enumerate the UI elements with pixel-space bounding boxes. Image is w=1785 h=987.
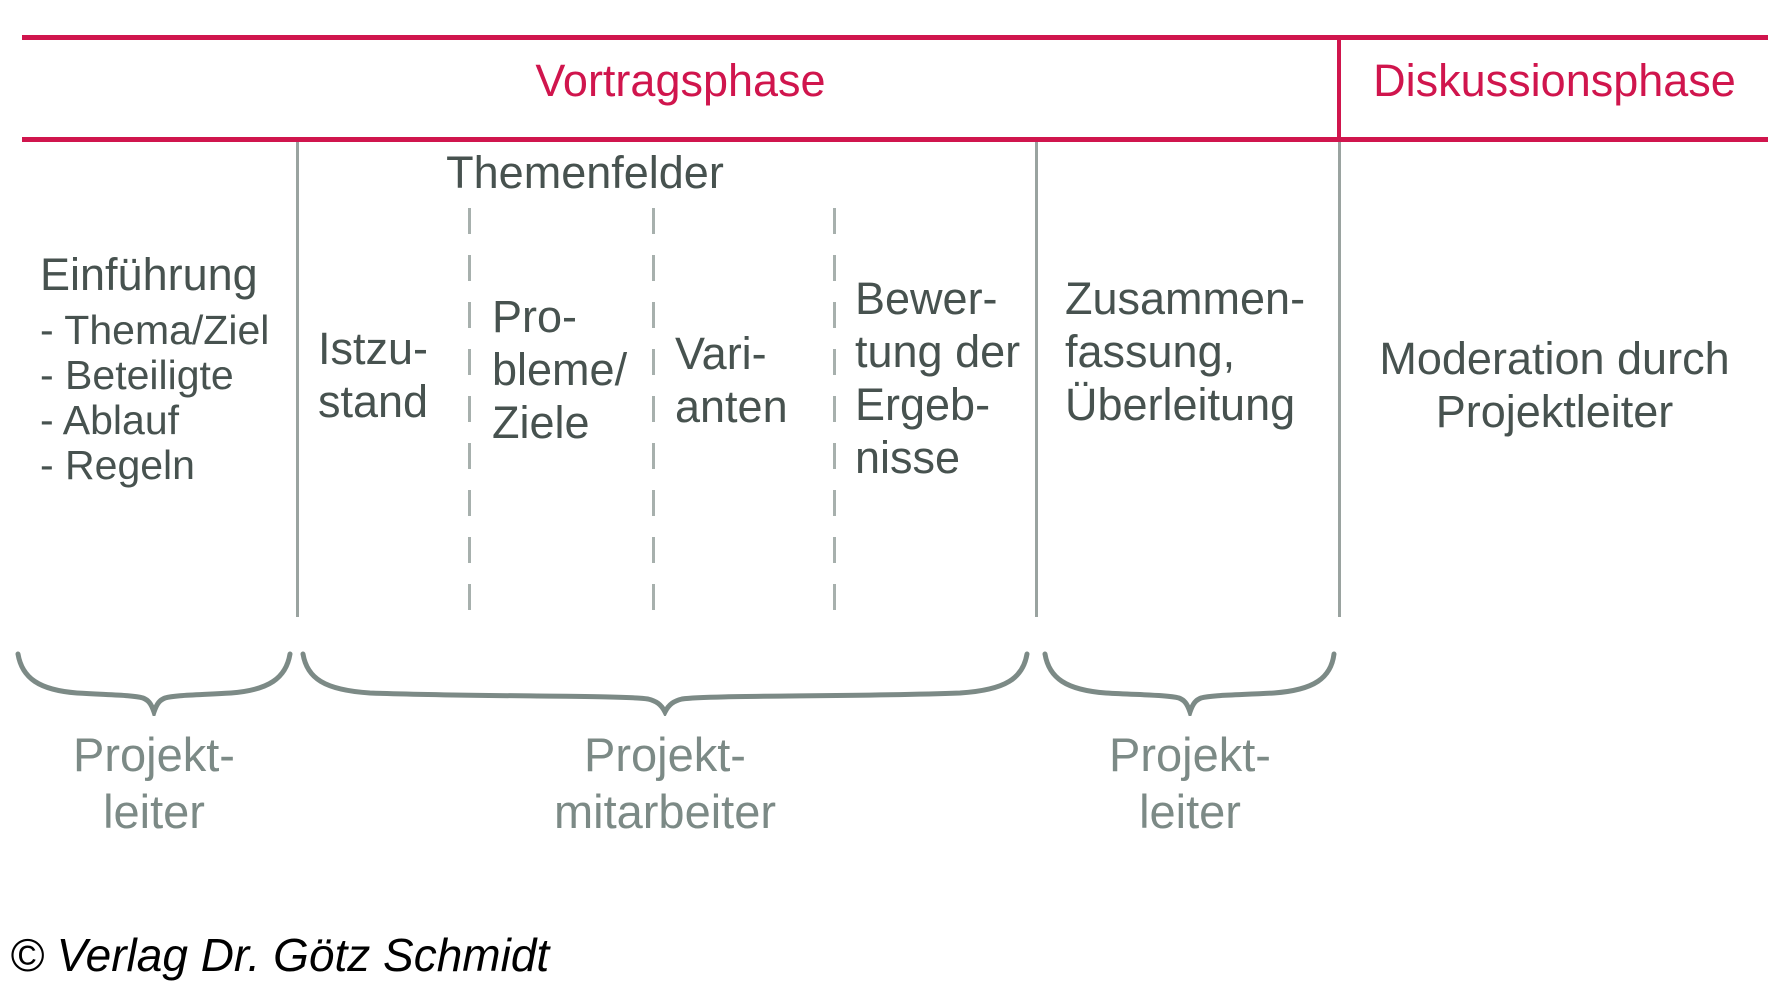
underbrace-projektmitarbeiter: [300, 648, 1031, 716]
header-top-rule: [22, 35, 1768, 40]
column-varianten: Vari-anten: [675, 328, 788, 432]
dashed-divider-varianten-bewertung: [833, 208, 836, 615]
dashed-divider-probleme-varianten: [652, 208, 655, 615]
themenfelder-heading: Themenfelder: [446, 147, 724, 198]
column-probleme-ziele: Pro-bleme/Ziele: [492, 291, 628, 448]
copyright-notice: © Verlag Dr. Götz Schmidt: [10, 929, 550, 981]
diskussionsphase-label: Diskussionsphase: [1373, 55, 1736, 106]
column-einfuehrung: Einführung - Thema/Ziel- Beteiligte- Abl…: [40, 250, 269, 488]
divider-einfuehrung-themen: [296, 142, 299, 617]
einfuehrung-title: Einführung: [40, 249, 258, 300]
einfuehrung-bullet-list: - Thema/Ziel- Beteiligte- Ablauf- Regeln: [40, 307, 270, 488]
underbrace-projektleiter-left: [15, 648, 293, 716]
brace-label-projektmitarbeiter: Projekt-mitarbeiter: [553, 728, 776, 838]
column-zusammenfassung: Zusammen-fassung,Überleitung: [1065, 273, 1306, 430]
divider-zusammenfassung-diskussion: [1338, 142, 1341, 617]
vortragsphase-label: Vortragsphase: [535, 55, 826, 106]
brace-label-projektleiter-right: Projekt-leiter: [1109, 728, 1271, 838]
phase-divider-line: [1337, 35, 1341, 142]
header-bottom-rule: [22, 137, 1768, 142]
underbrace-projektleiter-right: [1042, 648, 1338, 716]
dashed-divider-istzustand-probleme: [468, 208, 471, 615]
column-istzustand: Istzu-stand: [318, 323, 429, 427]
brace-label-projektleiter-left: Projekt-leiter: [73, 728, 235, 838]
divider-bewertung-zusammenfassung: [1035, 142, 1038, 617]
